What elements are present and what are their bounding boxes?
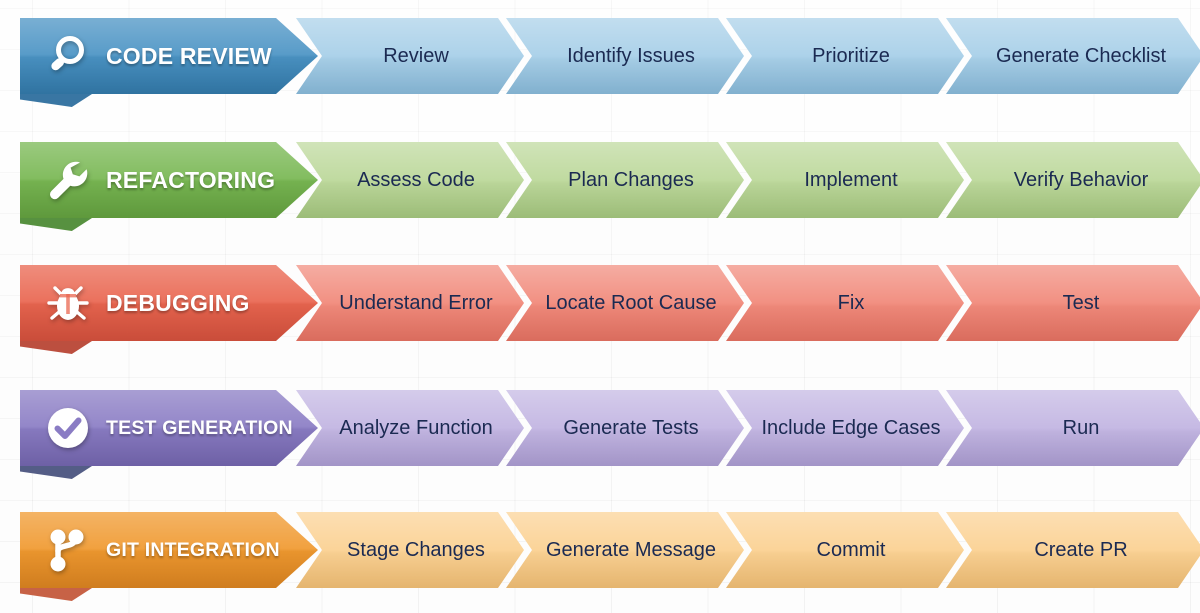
workflow-row-debugging: Understand Error Locate Root Cause Fix Test… [0, 265, 1200, 354]
workflow-header-code-review[interactable]: CODE REVIEW [20, 18, 318, 94]
step-label: Fix [837, 291, 865, 314]
step-chevron[interactable]: Include Edge Cases [726, 390, 964, 466]
step-chevron[interactable]: Plan Changes [506, 142, 744, 218]
step-label: Generate Checklist [995, 44, 1167, 67]
ribbon-tail [20, 94, 92, 107]
workflow-header-git-integration[interactable]: GIT INTEGRATION [20, 512, 318, 588]
step-label: Stage Changes [347, 538, 485, 561]
workflow-row-refactoring: Assess Code Plan Changes Implement Verify B… [0, 142, 1200, 231]
step-label: Test [1062, 291, 1100, 314]
step-label: Generate Message [545, 538, 717, 561]
step-chevron[interactable]: Stage Changes [296, 512, 524, 588]
steps-container: Review Identify Issues Prioritize Generate … [296, 18, 1200, 94]
step-label: Locate Root Cause [545, 291, 717, 314]
workflow-row-code-review: Review Identify Issues Prioritize Generate … [0, 18, 1200, 107]
workflow-header-test-generation[interactable]: TEST GENERATION [20, 390, 318, 466]
step-chevron[interactable]: Review [296, 18, 524, 94]
workflow-title: GIT INTEGRATION [106, 538, 280, 561]
step-label: Run [1062, 416, 1100, 439]
step-chevron[interactable]: Commit [726, 512, 964, 588]
workflow-title: REFACTORING [106, 166, 276, 193]
step-chevron[interactable]: Test [946, 265, 1200, 341]
step-label: Create PR [1034, 538, 1128, 561]
check-circle-icon [42, 402, 94, 454]
steps-container: Analyze Function Generate Tests Include Ed… [296, 390, 1200, 466]
wrench-icon [42, 154, 94, 206]
workflow-title: DEBUGGING [106, 289, 250, 316]
step-chevron[interactable]: Prioritize [726, 18, 964, 94]
git-branch-icon [42, 524, 94, 576]
step-chevron[interactable]: Locate Root Cause [506, 265, 744, 341]
ribbon-tail [20, 218, 92, 231]
step-label: Include Edge Cases [761, 416, 941, 439]
step-label: Verify Behavior [1013, 168, 1149, 191]
step-chevron[interactable]: Generate Checklist [946, 18, 1200, 94]
step-chevron[interactable]: Generate Tests [506, 390, 744, 466]
workflow-header-debugging[interactable]: DEBUGGING [20, 265, 318, 341]
step-chevron[interactable]: Generate Message [506, 512, 744, 588]
step-label: Prioritize [812, 44, 890, 67]
workflow-row-test-generation: Analyze Function Generate Tests Include Ed… [0, 390, 1200, 479]
step-label: Assess Code [357, 168, 475, 191]
steps-container: Stage Changes Generate Message Commit Creat… [296, 512, 1200, 588]
step-chevron[interactable]: Identify Issues [506, 18, 744, 94]
ribbon-tail [20, 466, 92, 479]
workflow-title: TEST GENERATION [106, 416, 293, 439]
step-label: Analyze Function [339, 416, 493, 439]
step-chevron[interactable]: Implement [726, 142, 964, 218]
steps-container: Understand Error Locate Root Cause Fix Test [296, 265, 1200, 341]
steps-container: Assess Code Plan Changes Implement Verify B… [296, 142, 1200, 218]
step-label: Implement [804, 168, 898, 191]
step-label: Commit [816, 538, 886, 561]
workflow-row-git-integration: Stage Changes Generate Message Commit Creat… [0, 512, 1200, 601]
step-label: Identify Issues [567, 44, 695, 67]
step-label: Understand Error [339, 291, 493, 314]
ribbon-tail [20, 588, 92, 601]
step-label: Plan Changes [568, 168, 694, 191]
step-chevron[interactable]: Assess Code [296, 142, 524, 218]
bug-icon [42, 277, 94, 329]
step-chevron[interactable]: Fix [726, 265, 964, 341]
magnifier-icon [42, 30, 94, 82]
step-chevron[interactable]: Create PR [946, 512, 1200, 588]
step-label: Review [383, 44, 449, 67]
workflow-header-refactoring[interactable]: REFACTORING [20, 142, 318, 218]
workflow-title: CODE REVIEW [106, 42, 272, 69]
step-chevron[interactable]: Verify Behavior [946, 142, 1200, 218]
step-chevron[interactable]: Understand Error [296, 265, 524, 341]
step-label: Generate Tests [563, 416, 699, 439]
ribbon-tail [20, 341, 92, 354]
step-chevron[interactable]: Analyze Function [296, 390, 524, 466]
step-chevron[interactable]: Run [946, 390, 1200, 466]
